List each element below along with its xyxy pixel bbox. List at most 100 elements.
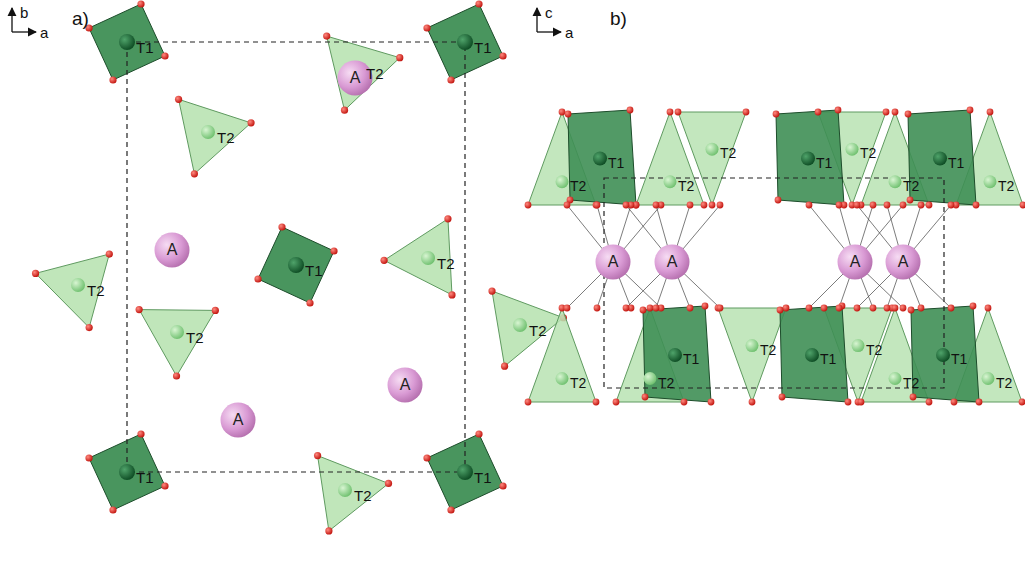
oxygen-atom bbox=[501, 363, 508, 370]
oxygen-atom bbox=[323, 33, 330, 40]
oxygen-atom bbox=[565, 111, 572, 118]
oxygen-atom bbox=[918, 202, 925, 209]
site-label: T2 bbox=[996, 376, 1012, 390]
oxygen-atom bbox=[559, 109, 566, 116]
t2-tetrahedron bbox=[318, 456, 389, 531]
oxygen-atom bbox=[212, 307, 219, 314]
site-label: T2 bbox=[760, 343, 776, 357]
tetrahedral-atom bbox=[457, 34, 473, 50]
oxygen-atom bbox=[306, 299, 313, 306]
tetrahedral-atom bbox=[421, 251, 435, 265]
oxygen-atom bbox=[106, 250, 113, 257]
oxygen-atom bbox=[136, 306, 143, 313]
site-label: T1 bbox=[816, 156, 832, 170]
oxygen-atom bbox=[640, 307, 647, 314]
oxygen-atom bbox=[702, 303, 709, 310]
oxygen-atom bbox=[499, 482, 506, 489]
unit-cell bbox=[127, 42, 465, 472]
oxygen-atom bbox=[475, 430, 482, 437]
site-label: T1 bbox=[951, 352, 967, 366]
oxygen-atom bbox=[109, 76, 116, 83]
oxygen-atom bbox=[854, 305, 861, 312]
oxygen-atom bbox=[653, 202, 660, 209]
tetrahedral-atom bbox=[170, 325, 184, 339]
oxygen-atom bbox=[647, 305, 654, 312]
oxygen-atom bbox=[593, 399, 600, 406]
oxygen-atom bbox=[1020, 202, 1025, 209]
oxygen-atom bbox=[161, 482, 168, 489]
site-label: A bbox=[387, 367, 423, 403]
oxygen-atom bbox=[642, 394, 649, 401]
projection-ac bbox=[525, 107, 1025, 406]
oxygen-atom bbox=[447, 506, 454, 513]
tetrahedral-atom bbox=[457, 464, 473, 480]
cation-sphere-fill bbox=[838, 245, 873, 280]
oxygen-atom bbox=[564, 305, 571, 312]
axis-label: a) bbox=[72, 9, 89, 28]
tetrahedral-atom bbox=[852, 339, 865, 352]
oxygen-atom bbox=[254, 275, 261, 282]
site-label: T1 bbox=[474, 470, 492, 485]
oxygen-atom bbox=[967, 107, 974, 114]
axis-label: a bbox=[40, 25, 48, 40]
oxygen-atom bbox=[475, 0, 482, 7]
oxygen-atom bbox=[675, 109, 682, 116]
oxygen-atom bbox=[783, 305, 790, 312]
oxygen-atom bbox=[777, 307, 784, 314]
oxygen-atom bbox=[137, 0, 144, 7]
oxygen-atom bbox=[325, 527, 332, 534]
axis-label: c bbox=[545, 5, 553, 20]
oxygen-atom bbox=[613, 399, 620, 406]
oxygen-atom bbox=[109, 506, 116, 513]
oxygen-atom bbox=[870, 202, 877, 209]
oxygen-atom bbox=[806, 202, 813, 209]
oxygen-atom bbox=[836, 305, 843, 312]
site-label: T1 bbox=[820, 352, 836, 366]
oxygen-atom bbox=[976, 399, 983, 406]
oxygen-atom bbox=[973, 202, 980, 209]
site-label: T1 bbox=[474, 40, 492, 55]
site-label: T2 bbox=[658, 376, 674, 390]
oxygen-atom bbox=[883, 109, 890, 116]
axis-label: b) bbox=[610, 9, 627, 28]
oxygen-atom bbox=[709, 202, 716, 209]
axis-line bbox=[536, 8, 537, 32]
site-label: T2 bbox=[570, 376, 586, 390]
oxygen-atom bbox=[908, 307, 915, 314]
oxygen-atom bbox=[32, 270, 39, 277]
tetrahedral-atom bbox=[889, 372, 902, 385]
cation-sphere: A bbox=[837, 244, 873, 280]
oxygen-atom bbox=[701, 202, 708, 209]
t1-tetrahedron bbox=[258, 227, 334, 303]
tetrahedral-atom bbox=[984, 175, 997, 188]
site-label: T2 bbox=[354, 488, 372, 503]
oxygen-atom bbox=[948, 305, 955, 312]
oxygen-atom bbox=[175, 96, 182, 103]
oxygen-atom bbox=[884, 202, 891, 209]
site-label: T2 bbox=[678, 179, 694, 193]
oxygen-atom bbox=[1019, 399, 1025, 406]
oxygen-atom bbox=[448, 291, 455, 298]
t2-tetrahedron bbox=[139, 310, 215, 376]
tetrahedral-atom bbox=[889, 175, 902, 188]
site-label: A bbox=[220, 402, 256, 438]
oxygen-atom bbox=[821, 305, 828, 312]
site-label: T2 bbox=[998, 179, 1014, 193]
oxygen-atom bbox=[951, 399, 958, 406]
oxygen-atom bbox=[667, 109, 674, 116]
oxygen-atom bbox=[385, 480, 392, 487]
oxygen-atom bbox=[423, 454, 430, 461]
cation-sphere-fill bbox=[596, 245, 631, 280]
oxygen-atom bbox=[137, 430, 144, 437]
oxygen-atom bbox=[594, 202, 601, 209]
oxygen-atom bbox=[900, 202, 907, 209]
oxygen-atom bbox=[708, 399, 715, 406]
cation-sphere: A bbox=[154, 232, 190, 268]
t1-tetrahedron bbox=[568, 110, 636, 205]
site-label: T2 bbox=[186, 330, 204, 345]
oxygen-atom bbox=[845, 399, 852, 406]
cation-sphere-fill bbox=[655, 245, 690, 280]
